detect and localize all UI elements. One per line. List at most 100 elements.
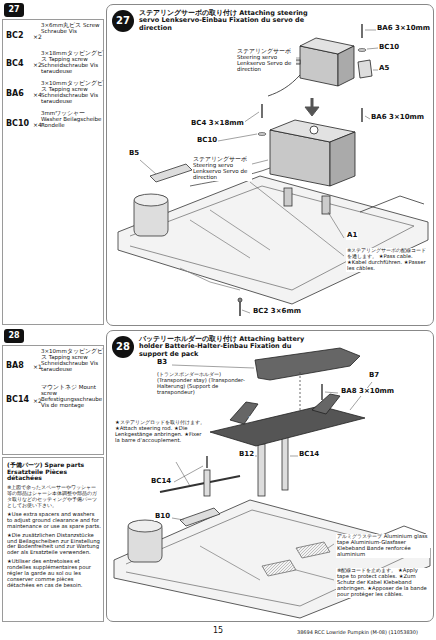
leader-line (174, 466, 203, 482)
part-name: ステアリングサーボ Steering servo Lenkservo Servo… (192, 156, 252, 181)
part-description: 3×6mm丸ビス Screw Schraube Vis (41, 22, 103, 34)
part-code: BC4 (6, 60, 24, 69)
posts (258, 444, 265, 496)
callout-label: BA6 3×10mm (376, 25, 431, 33)
steering-servo (330, 132, 355, 186)
leader-line (290, 456, 298, 457)
callout-label: BC10 (196, 137, 218, 145)
screws (258, 24, 366, 136)
part-name: ステアリングサーボ Steering servo Lenkservo Servo… (236, 48, 296, 73)
note-text: ※ステアリングサーボの配線コードを通します。 ★Pass cable. ★Kab… (346, 248, 430, 272)
arrow (305, 107, 319, 116)
battery-holder (210, 394, 365, 446)
callout-label: B10 (154, 513, 171, 521)
transponder-stay (300, 372, 301, 410)
footer-text: 38694 RCC Lowride Pumpkin (M-08) (110538… (296, 630, 419, 636)
step-tab: 27 (4, 3, 24, 17)
posts (282, 436, 288, 490)
steering-servo (310, 126, 318, 134)
leader-line (367, 48, 378, 49)
screws (321, 384, 322, 400)
callout-label: B3 (156, 359, 168, 367)
part-description: 3×10mmタッピングビス Tapping screw Schneidschra… (41, 80, 103, 105)
part-count: ×2 (33, 398, 42, 405)
footer-text: 38694 RCC Lowride Pumpkin (M-08) (110538… (296, 630, 419, 636)
leader-line (350, 382, 372, 410)
part-description: 3×18mmタッピングビス Tapping screw Schneidschra… (41, 50, 103, 75)
note-text: ★Die zusätzlichen Distanzstücke und Beil… (7, 533, 101, 557)
leader-line (176, 462, 190, 486)
aluminium-tape (262, 542, 330, 576)
leader-line (252, 160, 268, 164)
part-count: ×4 (33, 122, 42, 129)
chassis (284, 188, 292, 206)
callout-label: A1 (346, 232, 358, 240)
screws (258, 133, 266, 136)
posts (204, 436, 288, 496)
step-number: 27 (8, 6, 19, 14)
aluminium-tape (296, 542, 330, 558)
transponder-stay (255, 348, 360, 410)
part-b5 (150, 164, 192, 182)
part-count: ×2 (33, 62, 42, 69)
part-code: BC14 (6, 396, 29, 405)
callout-label: BC14 (298, 451, 320, 459)
part-name: ステアリングサーボ Steering servo Lenkservo Servo… (236, 48, 296, 73)
callout-label: BC10 (378, 44, 400, 52)
part-name: アルミグラステープ Aluminium glass tape Aluminium… (336, 534, 430, 558)
step-number: 27 (112, 10, 134, 32)
chassis (239, 302, 241, 316)
part-code: BA8 (6, 362, 24, 371)
step-number: 28 (112, 336, 134, 358)
chassis (118, 176, 428, 316)
step-number: 27 (4, 3, 24, 17)
callout-label: BC10 (378, 44, 400, 52)
callout-label: BA6 3×10mm (370, 114, 425, 122)
callout-label: BC14 (150, 478, 172, 486)
part-count: ×4 (33, 92, 42, 99)
callout-label: BC14 (150, 478, 172, 486)
page-number: 15 (212, 627, 224, 636)
parts-panel: 3×10mmタッピングビス Tapping screw Schneidschra… (2, 345, 104, 455)
screws (361, 108, 362, 122)
screws (358, 49, 366, 52)
callout-label: A5 (378, 65, 390, 73)
part-a5 (358, 60, 372, 78)
callout-label: BC10 (196, 137, 218, 145)
note-text: ★Use extra spacers and washers to adjust… (7, 512, 101, 530)
part-description: 3×10mmタッピングビス Tapping screw Schneidschra… (41, 348, 103, 373)
leader-line (140, 160, 156, 174)
servo-inset (268, 75, 300, 96)
callout-label: BA6 3×10mm (376, 25, 431, 33)
step-number: 28 (8, 332, 19, 340)
spare-heading: (予備パーツ) Spare parts Ersatzteile Pièces d… (7, 462, 101, 482)
leader-line (328, 212, 344, 238)
part-description: 3mmワッシャー Washer Beilagscheibe Rondelle (41, 110, 103, 128)
part-a5 (358, 60, 372, 78)
callout-label: B5 (128, 150, 140, 158)
part-code: BC4 (6, 60, 24, 69)
screws (207, 384, 322, 468)
note-text: ※ステアリングサーボの配線コードを通します。 ★Pass cable. ★Kab… (346, 248, 430, 272)
step-title: バッテリーホルダーの取り付け Attaching battery holder … (139, 336, 319, 358)
part-description: 3×10mmタッピングビス Tapping screw Schneidschra… (41, 80, 103, 105)
part-description: 3×18mmタッピングビス Tapping screw Schneidschra… (41, 50, 103, 75)
chassis (114, 500, 430, 618)
chassis (180, 268, 240, 290)
posts (204, 470, 210, 496)
part-description: マウントネジ Mount screw Befestigungsschraube … (41, 384, 103, 409)
transponder-stay (255, 348, 360, 380)
leader-line (325, 392, 338, 393)
part-count: ×1 (33, 364, 42, 371)
part-description: 3×6mm丸ビス Screw Schraube Vis (41, 22, 103, 34)
screws (261, 104, 262, 118)
parts-panel: 3×6mm丸ビス Screw Schraube VisBC2×23×18mmタッ… (2, 19, 104, 325)
leader-line (218, 134, 257, 141)
step-tab: 28 (4, 329, 24, 343)
callout-label: B7 (368, 372, 380, 380)
leader-line (250, 182, 344, 256)
step-number: 28 (4, 329, 24, 343)
screws (361, 24, 362, 38)
part-count: ×2 (33, 398, 42, 405)
